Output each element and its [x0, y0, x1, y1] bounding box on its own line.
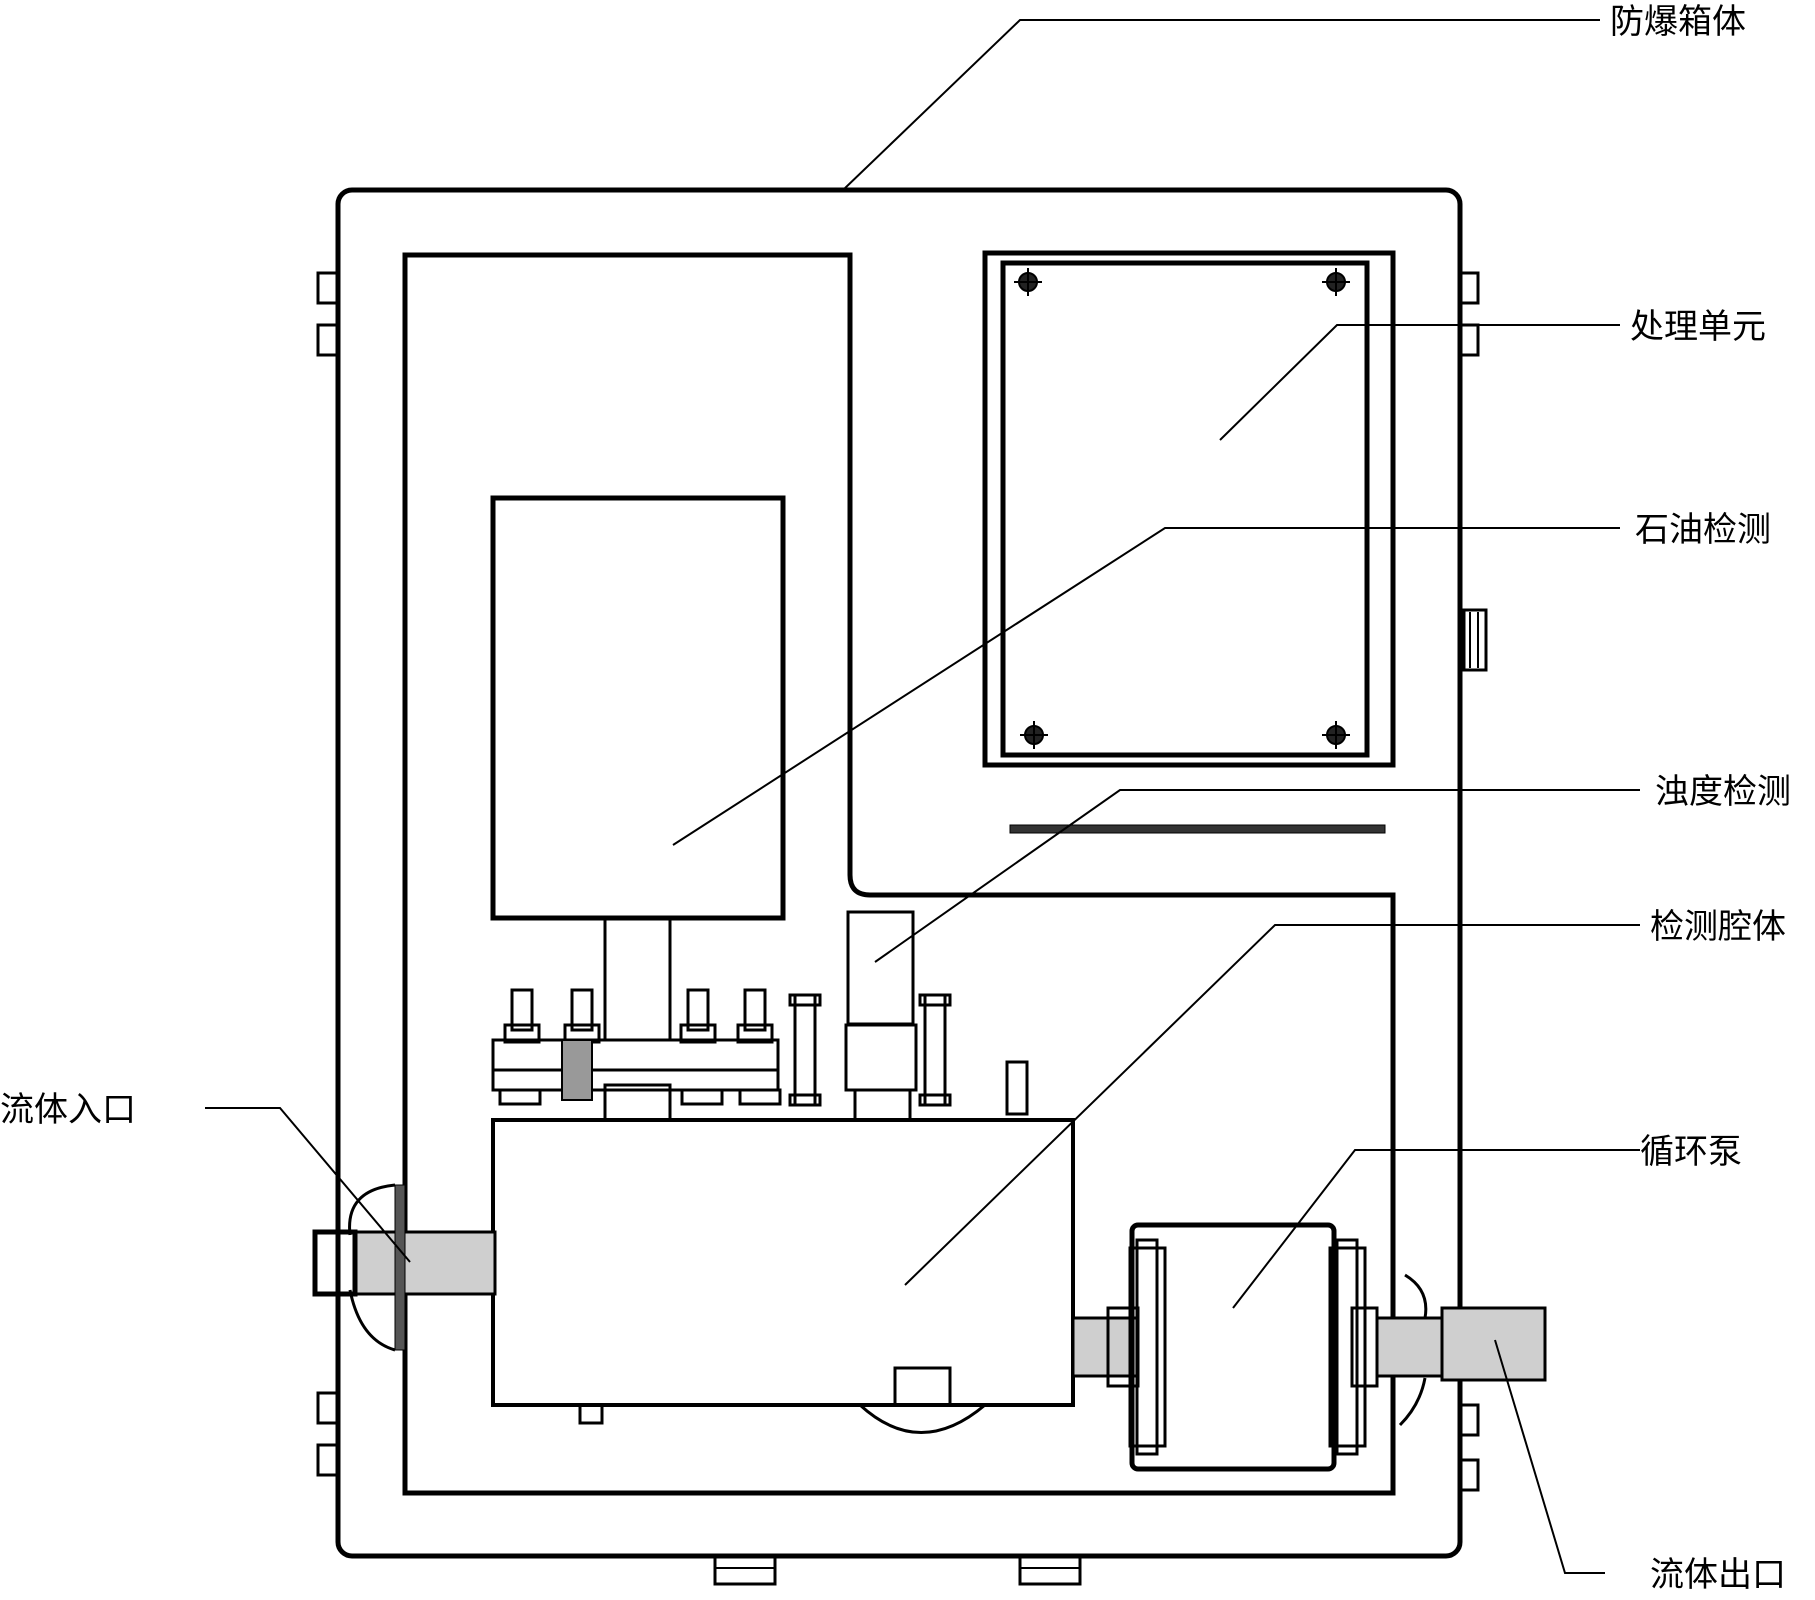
mounting-plate: [402, 252, 1396, 1496]
divider-bar: [1009, 824, 1386, 834]
inlet-coupling: [312, 1229, 358, 1297]
inlet-pipe: [353, 1230, 497, 1296]
chamber-foot: [578, 1403, 604, 1425]
detection-chamber: [491, 1118, 1075, 1407]
petroleum-detection-unit: [490, 495, 786, 921]
circulation-pump: [1128, 1222, 1367, 1472]
label-turbidity-detection: 浊度检测: [1655, 772, 1791, 812]
turbidity-sensor: [846, 910, 915, 1026]
flange-left: [491, 988, 782, 1122]
mounting-screw-icon: [1020, 721, 1048, 749]
mounting-screw-icon: [1014, 268, 1042, 296]
label-explosion-proof-box: 防爆箱体: [1610, 2, 1746, 42]
outlet-pipe-outer: [1440, 1306, 1547, 1382]
label-fluid-inlet: 流体入口: [0, 1090, 136, 1130]
chamber-to-pump-pipe: [1071, 1316, 1140, 1378]
processing-unit: [982, 250, 1396, 768]
outlet-pipe-inner: [1375, 1316, 1444, 1378]
label-circulation-pump: 循环泵: [1640, 1132, 1742, 1172]
outlet-seal: [1398, 1273, 1428, 1427]
explosion-proof-box: [316, 187, 1488, 1586]
label-petroleum-detection: 石油检测: [1635, 510, 1771, 550]
chamber-bottom-boss: [858, 1403, 986, 1434]
label-fluid-outlet: 流体出口: [1650, 1555, 1786, 1595]
leader-lines: [205, 19, 1640, 1574]
inlet-wall-flange: [394, 1184, 406, 1351]
label-processing-unit: 处理单元: [1630, 307, 1766, 347]
mounting-screw-icon: [1322, 268, 1350, 296]
drain-port: [893, 1366, 952, 1407]
flange-right: [788, 993, 1029, 1122]
petroleum-probe-stem: [603, 916, 672, 1042]
label-detection-chamber: 检测腔体: [1650, 907, 1786, 947]
mounting-screw-icon: [1322, 721, 1350, 749]
